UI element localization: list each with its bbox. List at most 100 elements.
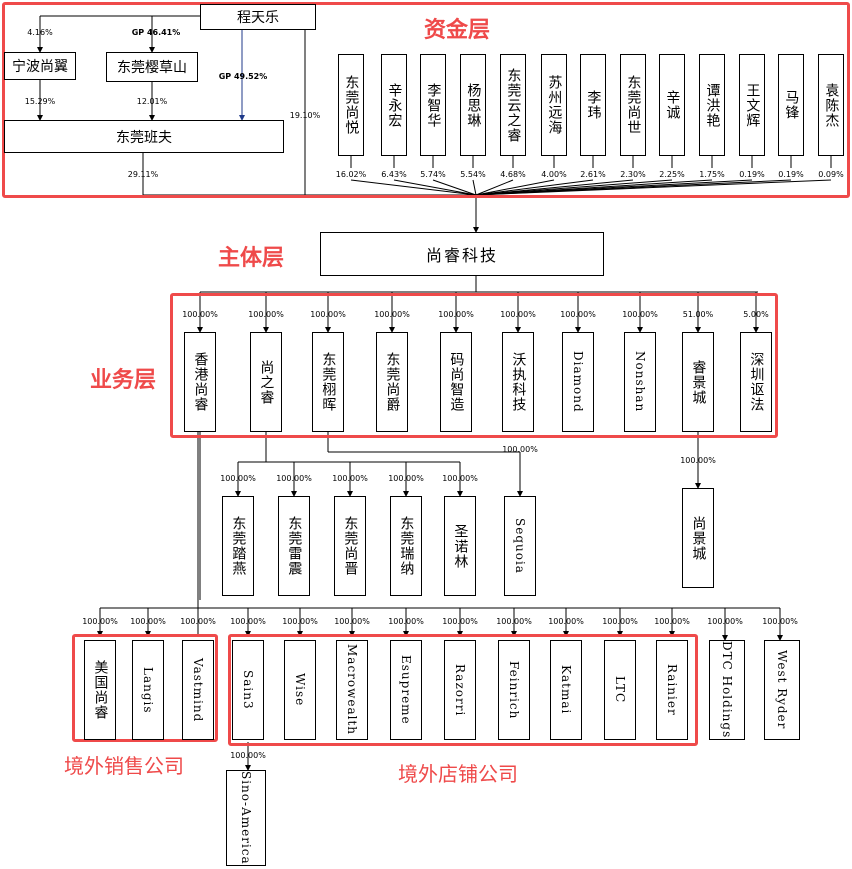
third-level-pct: 100.00% bbox=[502, 445, 538, 454]
overseas-box: Esupreme bbox=[390, 640, 422, 740]
shareholder-box: 李智华 bbox=[420, 54, 446, 156]
subsidiary-pct: 5.00% bbox=[743, 310, 769, 319]
overseas-box: DTC Holdings bbox=[709, 640, 745, 740]
sino-america-box: Sino-America bbox=[226, 770, 266, 866]
subsidiary-box: 香港尚睿 bbox=[184, 332, 216, 432]
subsidiary-box: 尚之睿 bbox=[250, 332, 282, 432]
capital-layer-label: 资金层 bbox=[424, 18, 491, 43]
third-level-box: 东莞踏燕 bbox=[222, 496, 254, 596]
overseas-sales-frame bbox=[72, 634, 218, 742]
subsidiary-pct: 100.00% bbox=[248, 310, 284, 319]
shangjingcheng-box: 尚景城 bbox=[682, 488, 714, 588]
overseas-pct: 100.00% bbox=[82, 617, 118, 626]
overseas-box: Rainier bbox=[656, 640, 688, 740]
overseas-box: Wise bbox=[284, 640, 316, 740]
entity-layer-label: 主体层 bbox=[218, 246, 285, 271]
subsidiary-box: 沃执科技 bbox=[502, 332, 534, 432]
shareholder-pct: 2.30% bbox=[620, 170, 646, 179]
overseas-pct: 100.00% bbox=[130, 617, 166, 626]
banfu-box: 东莞班夫 bbox=[4, 120, 284, 153]
overseas-box: Razorri bbox=[444, 640, 476, 740]
shareholder-pct: 6.43% bbox=[381, 170, 407, 179]
shareholder-box: 李玮 bbox=[580, 54, 606, 156]
overseas-box: Katmai bbox=[550, 640, 582, 740]
overseas-box: Sain3 bbox=[232, 640, 264, 740]
third-level-pct: 100.00% bbox=[442, 474, 478, 483]
shareholder-pct: 1.75% bbox=[699, 170, 725, 179]
pct-banfu-sr: 29.11% bbox=[127, 170, 159, 179]
shareholder-pct: 2.61% bbox=[580, 170, 606, 179]
pct-sino: 100.00% bbox=[230, 751, 266, 760]
overseas-pct: 100.00% bbox=[496, 617, 532, 626]
business-layer-label: 业务层 bbox=[90, 368, 157, 393]
shareholder-box: 苏州远海 bbox=[541, 54, 567, 156]
shareholder-pct: 0.09% bbox=[818, 170, 844, 179]
cheng-box: 程天乐 bbox=[200, 4, 316, 30]
overseas-pct: 100.00% bbox=[762, 617, 798, 626]
shareholder-box: 东莞尚世 bbox=[620, 54, 646, 156]
subsidiary-box: Nonshan bbox=[624, 332, 656, 432]
third-level-pct: 100.00% bbox=[220, 474, 256, 483]
yingcao-box: 东莞樱草山 bbox=[106, 52, 198, 82]
shareholder-pct: 2.25% bbox=[659, 170, 685, 179]
overseas-pct: 100.00% bbox=[548, 617, 584, 626]
pct-cheng-sr: 19.10% bbox=[289, 111, 321, 120]
third-level-box: 圣诺林 bbox=[444, 496, 476, 596]
overseas-pct: 100.00% bbox=[602, 617, 638, 626]
subsidiary-box: 深圳讴法 bbox=[740, 332, 772, 432]
pct-yingcao: GP 46.41% bbox=[131, 28, 181, 37]
pct-shangjingcheng: 100.00% bbox=[680, 456, 716, 465]
main-entity-box: 尚睿科技 bbox=[320, 232, 604, 276]
third-level-pct: 100.00% bbox=[276, 474, 312, 483]
subsidiary-pct: 100.00% bbox=[182, 310, 218, 319]
overseas-stores-frame bbox=[228, 634, 698, 746]
overseas-sales-label: 境外销售公司 bbox=[64, 754, 184, 778]
shareholder-pct: 0.19% bbox=[778, 170, 804, 179]
subsidiary-pct: 100.00% bbox=[560, 310, 596, 319]
overseas-pct: 100.00% bbox=[334, 617, 370, 626]
shareholder-box: 东莞尚悦 bbox=[338, 54, 364, 156]
overseas-box: West Ryder bbox=[764, 640, 800, 740]
third-level-box: 东莞尚晋 bbox=[334, 496, 366, 596]
third-level-pct: 100.00% bbox=[388, 474, 424, 483]
shareholder-box: 东莞云之睿 bbox=[500, 54, 526, 156]
third-level-box: 东莞雷震 bbox=[278, 496, 310, 596]
shareholder-pct: 0.19% bbox=[739, 170, 765, 179]
pct-yingcao-banfu: 12.01% bbox=[136, 97, 168, 106]
overseas-pct: 100.00% bbox=[180, 617, 216, 626]
third-level-pct: 100.00% bbox=[332, 474, 368, 483]
overseas-box: Macrowealth bbox=[336, 640, 368, 740]
shareholder-pct: 4.00% bbox=[541, 170, 567, 179]
shareholder-box: 杨思琳 bbox=[460, 54, 486, 156]
overseas-box: 美国尚睿 bbox=[84, 640, 116, 740]
subsidiary-pct: 100.00% bbox=[310, 310, 346, 319]
subsidiary-pct: 100.00% bbox=[500, 310, 536, 319]
shareholder-box: 辛诚 bbox=[659, 54, 685, 156]
overseas-box: LTC bbox=[604, 640, 636, 740]
third-level-box: Sequoia bbox=[504, 496, 536, 596]
shareholder-box: 辛永宏 bbox=[381, 54, 407, 156]
subsidiary-box: 睿景城 bbox=[682, 332, 714, 432]
capital-layer-frame bbox=[2, 2, 850, 198]
pct-banfu-direct: GP 49.52% bbox=[218, 72, 268, 81]
shareholder-box: 王文辉 bbox=[739, 54, 765, 156]
subsidiary-box: 东莞栩晖 bbox=[312, 332, 344, 432]
shareholder-box: 马锋 bbox=[778, 54, 804, 156]
subsidiary-box: Diamond bbox=[562, 332, 594, 432]
shareholder-pct: 5.74% bbox=[420, 170, 446, 179]
ningbo-box: 宁波尚翼 bbox=[4, 52, 76, 80]
overseas-pct: 100.00% bbox=[230, 617, 266, 626]
pct-ningbo-banfu: 15.29% bbox=[24, 97, 56, 106]
overseas-stores-label: 境外店铺公司 bbox=[398, 762, 518, 786]
shareholder-pct: 16.02% bbox=[335, 170, 367, 179]
shareholder-pct: 4.68% bbox=[500, 170, 526, 179]
business-layer-frame bbox=[170, 293, 778, 438]
subsidiary-pct: 51.00% bbox=[682, 310, 714, 319]
subsidiary-pct: 100.00% bbox=[622, 310, 658, 319]
third-level-box: 东莞瑞纳 bbox=[390, 496, 422, 596]
overseas-box: Langis bbox=[132, 640, 164, 740]
shareholder-box: 袁陈杰 bbox=[818, 54, 844, 156]
subsidiary-box: 码尚智造 bbox=[440, 332, 472, 432]
pct-ningbo: 4.16% bbox=[27, 28, 53, 37]
shareholder-box: 谭洪艳 bbox=[699, 54, 725, 156]
